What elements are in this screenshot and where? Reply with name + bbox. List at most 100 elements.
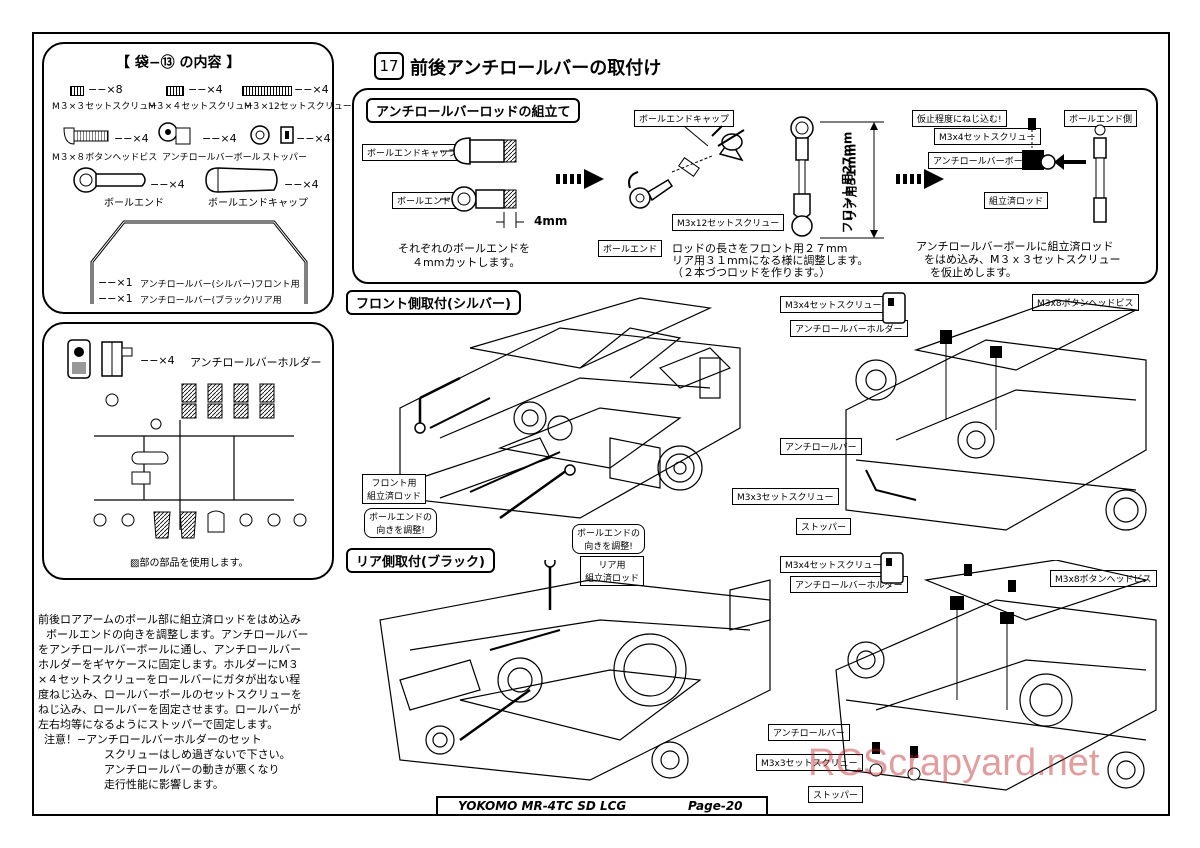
front-adjust-label-2: ボールエンドの 向きを調整!: [572, 524, 646, 554]
holder-icon: [67, 339, 133, 379]
rear-stopper-label: ストッパー: [808, 786, 864, 803]
caution-line: アンチロールバーの動きが悪くなり: [104, 763, 280, 776]
rod-length-drawing: [790, 116, 814, 237]
part-name: アンチロールバーボール: [162, 153, 261, 163]
bar-qty: −−×1: [98, 292, 133, 305]
assemble-text-line: を仮止めします。: [930, 266, 1017, 279]
stopper-icon: [250, 125, 270, 145]
step-number: 17: [374, 52, 404, 80]
ball-assembly-drawing: [1022, 118, 1107, 223]
ball-end-label: ボールエンド: [392, 192, 457, 209]
assemble-text-line: をはめ込み、M３ｘ３セットスクリュー: [924, 253, 1121, 266]
rear-arb-label: アンチロールバー: [768, 724, 850, 741]
front-holder-icon: [882, 292, 906, 324]
rod-exploded-drawing: [628, 125, 745, 209]
ball-end-drawing: [440, 186, 517, 212]
front-chassis-drawing: [399, 297, 741, 520]
cut-text-line: ４mmカットします。: [412, 256, 521, 269]
holder-qty: −−×4: [140, 354, 175, 367]
footer-model: YOKOMO MR-4TC SD LCG: [458, 799, 627, 813]
step-title: 前後アンチロールバーの取付け: [410, 58, 662, 79]
bag-title: 【 袋−⑬ の内容 】: [116, 55, 241, 71]
front-section-title: フロント側取付(シルバー): [346, 290, 521, 315]
rear-detail-drawing: [835, 560, 1157, 791]
part-name: M３×４セットスクリュー: [148, 102, 254, 112]
front-adjust-label: ボールエンドの 向きを調整!: [364, 508, 438, 538]
caution-line: スクリューはしめ過ぎないで下さい。: [104, 748, 291, 761]
part-name: ボールエンドキャップ: [208, 198, 308, 209]
length-text-line: ロッドの長さをフロント用２７mm: [672, 242, 848, 255]
front-detail-drawing: [845, 299, 1147, 531]
set-screw-m3x12-label: M3x12セットスクリュー: [672, 214, 785, 231]
front-arb-label: アンチロールバー: [780, 438, 862, 455]
part-qty: −−×4: [188, 83, 223, 96]
front-holder-label: アンチロールバーホルダー: [790, 320, 908, 337]
ball-end-cap-label: ボールエンドキャップ: [362, 144, 463, 161]
set-screw-m3x4-label: M3x4セットスクリュー: [934, 128, 1041, 145]
rear-holder-label: アンチロールバーホルダー: [790, 576, 908, 593]
stopper-side-icon: [280, 126, 294, 144]
length-text-line: （２本づつロッドを作ります。）: [672, 266, 831, 279]
front-stopper-label: ストッパー: [796, 518, 852, 535]
length-text-line: リア用３１mmになる様に調整します。: [672, 254, 869, 267]
caution-block: 注意！−アンチロールバーホルダーのセット スクリューはしめ過ぎないで下さい。 ア…: [44, 732, 291, 792]
step-arrow-icon: [556, 169, 604, 189]
rear-holder-icon: [880, 552, 904, 584]
rear-chassis-drawing: [379, 560, 771, 781]
set-screw-m3x4-icon: [166, 86, 184, 96]
bag-contents-panel: 【 袋−⑬ の内容 】 −−×8 M３×３セットスクリュー −−×4 M３×４セ…: [42, 42, 352, 314]
parts-sprue-icon: [93, 383, 307, 539]
cut-text-line: それぞれのボールエンドを: [398, 242, 530, 255]
antiroll-bar-ball-icon: [158, 122, 191, 145]
bar-qty: −−×1: [98, 276, 133, 289]
part-qty: −−×8: [88, 83, 123, 96]
instruction-line: ×４セットスクリューをロールバーにガタが出ない程: [38, 673, 301, 686]
instruction-line: 度ねじ込み、ロールバーボールのセットスクリューを: [38, 688, 302, 701]
ball-end-cap-icon: [205, 167, 278, 193]
caution-line: 走行性能に影響します。: [104, 778, 224, 791]
button-head-screw-icon: [63, 127, 109, 145]
part-name: ストッパー: [262, 153, 308, 163]
set-screw-m3x3-icon: [70, 86, 84, 96]
part-name: M３×３セットスクリュー: [52, 102, 158, 112]
rear-section-title: リア側取付(ブラック): [346, 548, 495, 573]
instruction-line: ボールエンドの向きを調整します。アンチロールバー: [46, 628, 309, 641]
instruction-line: 前後ロアアームのボール部に組立済ロッドをはめ込み: [38, 613, 302, 626]
instruction-line: ホルダーをギヤケースに固定します。ホルダーにM３: [38, 658, 299, 671]
holder-note: ▨部の部品を使用します。: [130, 558, 249, 569]
rod-section-title: アンチロールバーロッドの組立て: [366, 98, 581, 123]
front-assembled-rod-label: フロント用 組立済ロッド: [362, 474, 427, 504]
instruction-line: ねじ込み、ロールバーを固定させます。ロールバーが: [38, 703, 301, 716]
ball-end-icon: [73, 167, 146, 193]
rear-set-screw-3-label: M3x3セットスクリュー: [756, 754, 863, 771]
temp-fix-label: 仮止程度にねじ込む!: [912, 110, 1007, 127]
part-qty: −−×4: [114, 132, 149, 145]
part-name: ボールエンド: [104, 198, 164, 209]
length-dimension-mark: [820, 121, 884, 239]
holder-name: アンチロールバーホルダー: [190, 356, 322, 369]
page-footer: YOKOMO MR-4TC SD LCG Page-20: [436, 796, 768, 816]
instructions-block: 前後ロアアームのボール部に組立済ロッドをはめ込み ボールエンドの向きを調整します…: [38, 612, 308, 732]
assemble-text-line: アンチロールバーボールに組立済ロッド: [916, 240, 1114, 253]
ball-end-cap-drawing: [440, 137, 517, 165]
ball-end-label-2: ボールエンド: [598, 240, 663, 257]
caution-line: 注意！−アンチロールバーホルダーのセット: [44, 733, 262, 746]
holder-panel: −−×4 アンチロールバーホルダー ▨部の部品を使用します。: [42, 322, 334, 580]
set-screw-m3x12-icon: [242, 86, 292, 96]
cut-dimension: 4mm: [534, 214, 568, 228]
bar-name: アンチロールバー(ブラック)リア用: [140, 296, 282, 306]
part-qty: −−×4: [294, 83, 329, 96]
part-name: M３×８ボタンヘッドビス: [52, 153, 158, 163]
watermark: RCScrapyard.net: [808, 742, 1100, 784]
instruction-line: 左右均等になるようにストッパーで固定します。: [38, 718, 279, 731]
antiroll-bar-icon: [90, 220, 308, 304]
instruction-line: をアンチロールバーボールに通し、アンチロールバー: [38, 643, 302, 656]
cut-dimension-mark: [496, 212, 524, 228]
footer-page: Page-20: [688, 799, 743, 813]
step-arrow-icon: [896, 169, 944, 189]
front-set-screw-3-label: M3x3セットスクリュー: [732, 488, 839, 505]
part-name: M３×12セットスクリュー: [244, 102, 352, 112]
bar-name: アンチロールバー(シルバー)フロント用: [140, 280, 300, 290]
part-qty: −−×4: [150, 178, 185, 191]
length-rear: リア用31mm: [844, 143, 859, 222]
